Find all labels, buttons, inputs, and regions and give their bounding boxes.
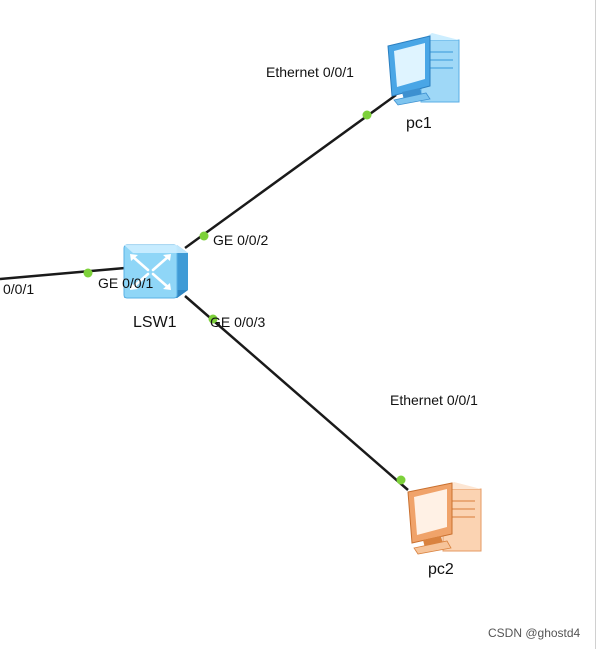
link-switch-offscreen [0, 266, 126, 281]
switch-icon[interactable] [123, 244, 188, 299]
switch-label: LSW1 [133, 314, 177, 331]
pc2-computer-icon[interactable] [407, 482, 482, 555]
port-dot-pc1-eth[interactable] [362, 110, 372, 120]
pc1-computer-icon[interactable] [387, 33, 460, 106]
port-dot-switch-ge001[interactable] [83, 268, 93, 278]
pc1-port-label: Ethernet 0/0/1 [266, 64, 354, 80]
pc1-label: pc1 [406, 115, 432, 132]
link-switch-pc1 [184, 93, 397, 250]
csdn-watermark: CSDN @ghostd4 [488, 626, 581, 640]
port-dot-switch-ge003[interactable] [208, 314, 218, 324]
switch-ge002-label: GE 0/0/2 [213, 232, 268, 248]
pc2-port-label: Ethernet 0/0/1 [390, 392, 478, 408]
pc2-label: pc2 [428, 561, 454, 578]
offscreen-device-port-label: 0/0/1 [3, 281, 34, 297]
canvas-edge-divider [595, 0, 596, 649]
port-dot-pc2-eth[interactable] [396, 475, 406, 485]
link-switch-pc2 [184, 295, 409, 491]
switch-ge001-label: GE 0/0/1 [98, 275, 153, 291]
port-dot-switch-ge002[interactable] [199, 231, 209, 241]
switch-ge003-label: GE 0/0/3 [210, 314, 265, 330]
